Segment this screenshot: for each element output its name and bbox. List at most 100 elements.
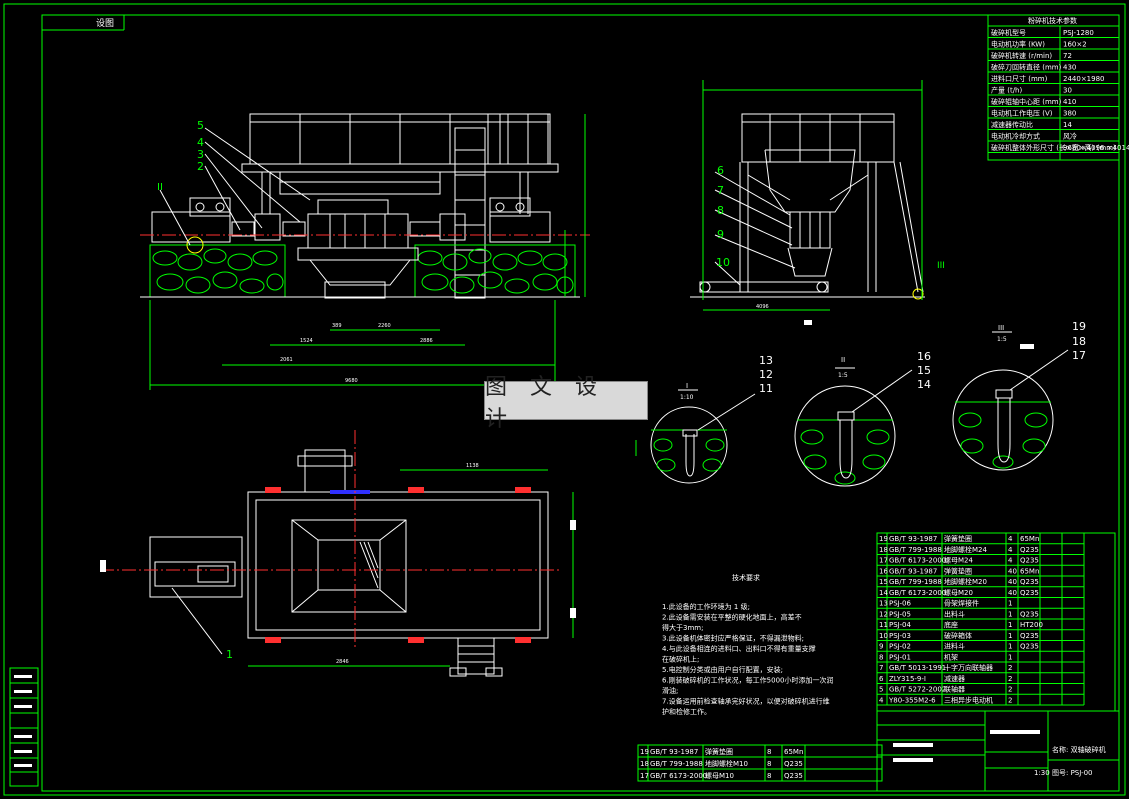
bom-cell: 40 (1008, 589, 1017, 597)
part-label-5: 5 (197, 119, 204, 132)
bom-cell: 65Mn (1020, 567, 1039, 575)
bom-cell: Y80-355M2-6 (888, 696, 936, 704)
svg-text:9680: 9680 (345, 378, 358, 384)
bom-cell: 12 (879, 610, 888, 618)
title-block-code: 图号: PSJ-00 (1052, 769, 1093, 777)
bom-cell: 联轴器 (944, 685, 965, 694)
tech-req-line: 3.此设备机体密封应严格保证，不得漏泄物料; (662, 634, 804, 643)
spec-row-value: 14 (1063, 121, 1072, 129)
bom-cell: 4 (1008, 557, 1013, 565)
part-label-13: 13 (759, 354, 773, 367)
bom-cell: 40 (1008, 567, 1017, 575)
title-block-scale: 1:30 (1034, 769, 1050, 777)
bom-small-cell: 18 (640, 760, 649, 768)
tech-req-line: 1.此设备的工作环境为 1 级; (662, 602, 750, 611)
svg-text:2886: 2886 (420, 338, 433, 344)
spec-row-value: 72 (1063, 52, 1072, 60)
detail-view-2 (794, 367, 913, 487)
spec-row-label: 电动机功率 (KW) (991, 40, 1045, 49)
bom-small-cell: 19 (640, 748, 649, 756)
bom-cell: 13 (879, 600, 888, 608)
tech-req-line: 滑油; (662, 686, 678, 695)
bom-cell: 弹簧垫圈 (944, 566, 972, 575)
bom-small-cell: 8 (767, 748, 771, 756)
bom-cell: 65Mn (1020, 535, 1039, 543)
bom-cell: 出料斗 (944, 609, 965, 618)
bom-cell: 地脚螺栓M20 (944, 577, 987, 586)
part-label-10: 10 (716, 256, 730, 269)
spec-row-label: 产量 (t/h) (991, 86, 1022, 95)
bom-cell: 9 (879, 643, 883, 651)
side-view: 4096 (690, 80, 925, 325)
spec-row-label: 电动机工作电压 (V) (991, 109, 1053, 118)
part-label-4: 4 (197, 136, 204, 149)
detail-label-3: III (998, 324, 1004, 332)
bom-cell: 10 (879, 632, 888, 640)
detail-label-2: II (841, 356, 845, 364)
bom-cell: PSJ-05 (889, 610, 911, 618)
bom-cell: GB/T 93-1987 (889, 535, 937, 543)
part-label-9: 9 (717, 228, 724, 241)
bom-cell: GB/T 799-1988 (889, 546, 942, 554)
bom-cell: GB/T 93-1987 (889, 567, 937, 575)
bom-cell: 14 (879, 589, 888, 597)
svg-text:4096: 4096 (756, 304, 769, 310)
spec-row-value: 430 (1063, 64, 1076, 72)
spec-row-value: PSJ-1280 (1063, 29, 1094, 37)
svg-text:2260: 2260 (378, 323, 391, 329)
bom-cell: GB/T 5272-2002 (889, 686, 946, 694)
binding-strip (9, 667, 39, 787)
bom-cell: 1 (1008, 643, 1012, 651)
bom-cell: 2 (1008, 696, 1012, 704)
bom-cell: 地脚螺栓M24 (944, 545, 987, 554)
part-label-18: 18 (1072, 335, 1086, 348)
part-label-1: 1 (226, 648, 233, 661)
tech-req-line: 2.此设备需安装在平整的硬化地面上，高差不 (662, 613, 802, 622)
tech-req-title: 技术要求 (732, 573, 760, 582)
bom-cell: Q235 (1020, 557, 1039, 565)
bom-cell: PSJ-01 (889, 653, 911, 661)
bom-cell: 5 (879, 686, 883, 694)
spec-row-value: 9680×4096 ×4014 (1063, 144, 1129, 152)
tech-req-line: 护和检修工作。 (662, 707, 711, 716)
title-block-name: 名称: 双轴破碎机 (1052, 745, 1106, 754)
part-label-16: 16 (917, 350, 931, 363)
bom-cell: 11 (879, 621, 888, 629)
corner-tag: 设图 (96, 18, 114, 29)
bom-cell: 4 (1008, 546, 1013, 554)
bom-cell: 螺母M20 (944, 588, 973, 597)
bom-cell: 17 (879, 557, 888, 565)
spec-row-label: 进料口尺寸 (mm) (991, 74, 1048, 83)
spec-row-label: 破碎机转速 (r/min) (991, 51, 1052, 60)
bom-cell: 1 (1008, 632, 1012, 640)
bom-cell: 1 (1008, 621, 1012, 629)
tech-req-lines: 1.此设备的工作环境为 1 级;2.此设备需安装在平整的硬化地面上，高差不 得大… (662, 602, 834, 716)
bom-cell: 1 (1008, 600, 1012, 608)
bom-cell: 7 (879, 664, 883, 672)
part-label-11: 11 (759, 382, 773, 395)
bom-small-cell: Q235 (784, 760, 803, 768)
spec-table (987, 14, 1120, 161)
bom-cell: 底座 (944, 620, 958, 629)
bom-small-cell: GB/T 799-1988 (650, 760, 703, 768)
bom-cell: 2 (1008, 675, 1012, 683)
bom-cell: Q235 (1020, 578, 1039, 586)
spec-row-value: 380 (1063, 110, 1076, 118)
bom-cell: 机架 (944, 652, 958, 661)
spec-row-label: 破碎机整体外形尺寸 (长×宽×高) (mm) (991, 143, 1116, 152)
part-label-19: 19 (1072, 320, 1086, 333)
bom-cell: 2 (1008, 664, 1012, 672)
svg-text:1138: 1138 (466, 463, 479, 469)
bom-cell: 三相异步电动机 (944, 695, 993, 704)
bom-cell: 6 (879, 675, 884, 683)
bom-cell: GB/T 5013-1991 (889, 664, 946, 672)
part-label-17: 17 (1072, 349, 1086, 362)
bom-small-cell: 地脚螺栓M10 (705, 759, 748, 768)
svg-text:1524: 1524 (300, 338, 313, 344)
tech-req-line: 6.刚装破碎机的工作状况，每工作5000小时添加一次润 (662, 676, 834, 685)
svg-text:2846: 2846 (336, 659, 349, 665)
part-label-8: 8 (717, 204, 724, 217)
bom-cell: PSJ-06 (889, 600, 911, 608)
